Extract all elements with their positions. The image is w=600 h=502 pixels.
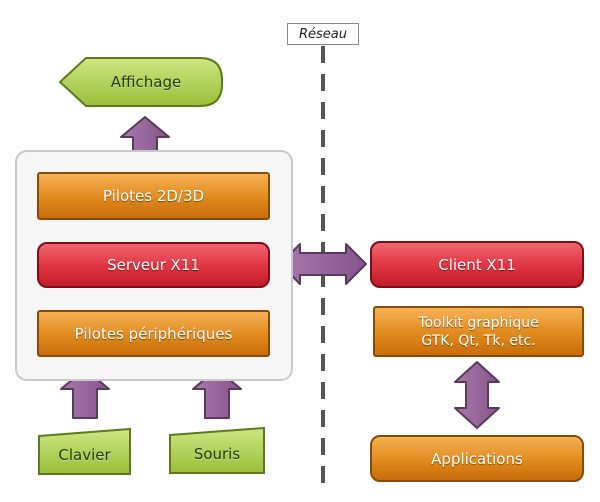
arrow-up-from-keyboard [60,368,110,419]
toolkit-box: Toolkit graphique GTK, Qt, Tk, etc. [373,306,584,357]
arrow-toolkit-applications [454,361,500,429]
toolkit-examples: GTK, Qt, Tk, etc. [421,332,536,349]
mouse-label: Souris [193,445,241,463]
display-label: Affichage [110,73,182,91]
x11-client-box: Client X11 [370,241,584,288]
applications-box: Applications [370,435,584,482]
arrow-up-from-mouse [192,368,242,419]
peripheral-drivers-box: Pilotes périphériques [37,310,270,357]
keyboard-label: Clavier [58,446,111,464]
network-label: Réseau [287,23,359,45]
display-shape [58,57,223,107]
keyboard-shape [38,427,131,475]
toolkit-title: Toolkit graphique [418,314,539,331]
drivers-2d3d-box: Pilotes 2D/3D [37,172,270,220]
mouse-shape [169,426,265,474]
x11-server-box: Serveur X11 [37,242,270,288]
arrow-server-client [279,243,367,285]
